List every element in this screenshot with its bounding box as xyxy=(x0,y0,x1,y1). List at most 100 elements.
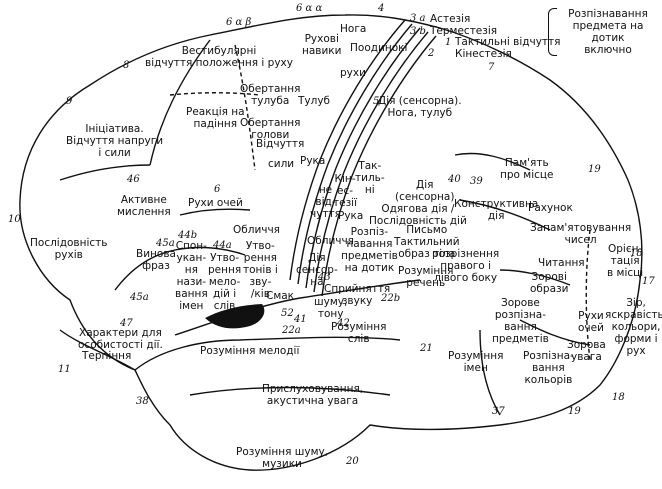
label-line: дій і xyxy=(208,288,241,300)
label-line: Вестибулярні xyxy=(145,45,293,57)
label-rukhy: рухи xyxy=(340,67,366,79)
label-rozuminnia-imen: Розуміння імен xyxy=(448,350,503,374)
label-line: ня xyxy=(175,264,208,276)
label-shumu-tonu: шуму, тону xyxy=(314,296,347,320)
label-line: від- xyxy=(310,196,341,208)
label-line: зву- xyxy=(243,276,278,288)
label-ruka-low: Рука xyxy=(338,210,363,222)
label-line: сенсор- xyxy=(296,264,338,276)
label-line: Відчуття напруги xyxy=(66,135,163,147)
label-line: дія xyxy=(454,210,538,222)
area-number: 44a xyxy=(213,240,232,251)
label-line: рення xyxy=(243,252,278,264)
label-line: Обертання xyxy=(240,117,300,129)
label-line: Утво- xyxy=(243,240,278,252)
area-number: 19 xyxy=(588,164,601,175)
area-number: 10 xyxy=(8,214,21,225)
label-noha: Нога xyxy=(340,23,366,35)
label-line: Зір, xyxy=(605,297,662,309)
label-line: чуття xyxy=(310,208,341,220)
side-note-line: предмета на дотик xyxy=(556,20,660,44)
label-line: ні xyxy=(355,184,385,196)
label-zir: Зір, яскравість, кольори, форми і рух xyxy=(605,297,662,357)
area-number: 3 a xyxy=(410,13,426,24)
label-line: і сили xyxy=(66,147,163,159)
label-konstruktyvna: Конструктивна дія xyxy=(454,198,538,222)
label-line: Сприйняття xyxy=(324,283,390,295)
label-line: Нога, тулуб xyxy=(378,107,462,119)
label-line: Прислуховування, xyxy=(262,383,363,395)
area-number: 21 xyxy=(420,343,433,354)
area-number: 7 xyxy=(488,62,494,73)
label-rozuminnia-sliv: Розуміння слів xyxy=(331,321,386,345)
label-line: Дія xyxy=(395,179,454,191)
label-poslidovnist-rukhiv: Послідовність рухів xyxy=(30,237,107,261)
label-line: очей xyxy=(578,322,604,334)
label-line: Так- xyxy=(355,160,385,172)
label-utvorennia-melodii: Утво- рення мело- дій і слів xyxy=(208,252,241,312)
area-number: 11 xyxy=(58,364,71,375)
label-tulub: Тулуб xyxy=(298,95,330,107)
label-rukhy-ochei: Рухи очей xyxy=(188,197,243,209)
label-line: тонів і xyxy=(243,264,278,276)
area-number: 2 xyxy=(428,48,434,59)
area-number: 9 xyxy=(66,96,72,107)
area-number: 46 xyxy=(127,174,140,185)
label-line: Рухові xyxy=(302,33,341,45)
label-line: не xyxy=(310,184,341,196)
label-line: рення xyxy=(208,264,241,276)
label-line: кольори, xyxy=(605,321,662,333)
label-line: кольорів xyxy=(523,374,574,386)
label-vestybuliarni: Вестибулярні відчуття положення і руху xyxy=(145,45,293,69)
area-number: 3 b xyxy=(410,26,426,37)
label-line: вання xyxy=(523,362,574,374)
label-line: Одягова дія / xyxy=(369,203,467,215)
area-number: 18 xyxy=(612,392,625,403)
label-vynova-fraz: Винова фраз xyxy=(136,248,176,272)
area-number: 45a xyxy=(130,292,149,303)
label-line: Тактильний xyxy=(394,236,460,248)
label-line: Розуміння xyxy=(398,265,453,277)
label-pooduinoki: Поодинокі xyxy=(350,42,407,54)
label-syly: сили xyxy=(268,158,294,170)
label-zorovi-obrazy: Зорові образи xyxy=(530,271,568,295)
label-line: Розуміння шуму, xyxy=(236,446,328,458)
area-number: 37 xyxy=(492,406,505,417)
label-taktylni-mid: Так- тиль- ні xyxy=(355,160,385,196)
label-obertannia-tuluba: Обертання тулуба xyxy=(240,83,300,107)
label-line: Зорові xyxy=(530,271,568,283)
label-line: Характери для xyxy=(78,327,163,339)
label-line: Спон- xyxy=(175,240,208,252)
label-terpinnia: Терпіння xyxy=(82,350,131,362)
label-rozpiznavannia-koloriv: Розпізна- вання кольорів xyxy=(523,350,574,386)
label-line: імен xyxy=(448,362,503,374)
label-prysluhovuvannia: Прислуховування, акустична увага xyxy=(262,383,363,407)
label-line: розпізна- xyxy=(492,309,549,321)
area-number: 4 xyxy=(378,3,384,14)
side-note-line: Розпізнавання xyxy=(556,8,660,20)
label-line: Пам'ять xyxy=(500,157,554,169)
label-line: Рухи xyxy=(578,310,604,322)
side-note: Розпізнавання предмета на дотик включно xyxy=(556,8,660,56)
label-line: вання xyxy=(492,321,549,333)
label-line: Послідовність xyxy=(30,237,107,249)
label-rozuminnia-melodii: Розуміння мелодії xyxy=(200,345,299,357)
label-line: форми і xyxy=(605,333,662,345)
label-rozuminnia-shumu: Розуміння шуму, музики xyxy=(236,446,328,470)
label-line: тація xyxy=(607,255,643,267)
label-line: фраз xyxy=(136,260,176,272)
label-line: речень xyxy=(398,277,453,289)
label-rukhovi-navyky: Рухові навики xyxy=(302,33,341,57)
area-number: 38 xyxy=(136,396,149,407)
label-aktyvne: Активне мислення xyxy=(117,194,171,218)
area-number: 6 α α xyxy=(296,3,322,14)
label-diya-sensorna-top: Дія (сенсорна). Нога, тулуб xyxy=(378,95,462,119)
label-reaktsia: Реакція на падіння xyxy=(186,106,245,130)
label-line: образи xyxy=(530,283,568,295)
label-astezia: Астезія xyxy=(430,13,470,25)
label-line: Конструктивна xyxy=(454,198,538,210)
label-line: розрізнення xyxy=(432,248,499,260)
area-number: 6 α β xyxy=(226,17,251,28)
label-line: рух xyxy=(605,345,662,357)
label-line: Розуміння xyxy=(331,321,386,333)
